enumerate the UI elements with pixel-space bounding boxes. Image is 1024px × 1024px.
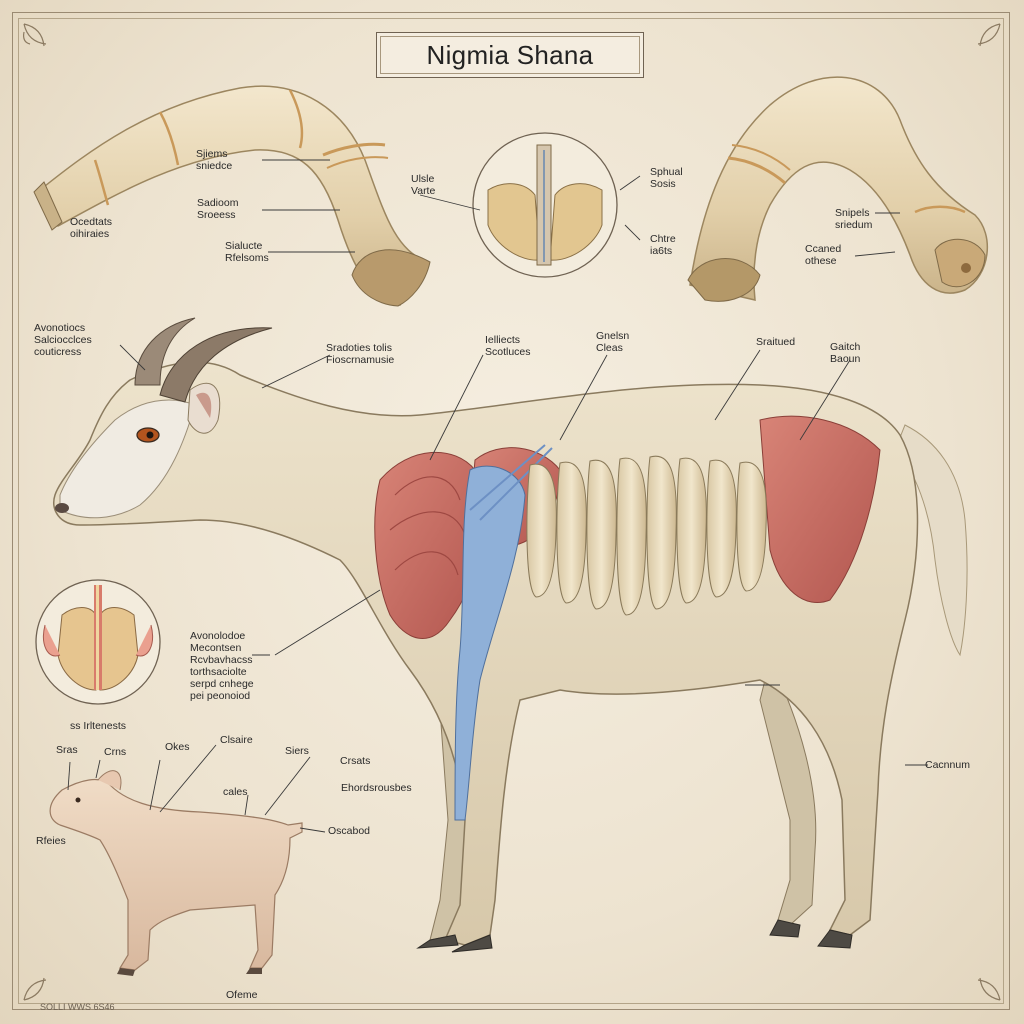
label-small-7: Ehordsrousbes — [341, 782, 412, 794]
label-small-10: Oscabod — [328, 825, 371, 837]
pelvis-circle-inset — [35, 579, 161, 705]
hooves — [416, 919, 853, 953]
left-horn-drawing — [33, 85, 431, 307]
rib-7 — [706, 459, 737, 598]
outer-border — [12, 12, 1010, 1010]
label-small-6: Crsats — [340, 755, 371, 767]
page-title: Nigmia Shana — [426, 39, 594, 70]
corner-ornaments — [23, 23, 1001, 1001]
footer-note: SOLLI WWS 6S46 — [40, 1002, 115, 1012]
label-small-1: Sras — [56, 744, 78, 756]
label-small-4: Clsaire — [220, 734, 253, 746]
label-small-5: Siers — [285, 745, 309, 757]
label-inset-caption: ss Irltenests — [70, 720, 127, 732]
small-goat-drawing — [49, 770, 303, 976]
label-small-8: cales — [223, 786, 248, 798]
rib-3 — [586, 459, 617, 610]
label-back-1: Sraitued — [756, 336, 796, 348]
label-small-3: Okes — [165, 741, 190, 753]
rib-2 — [556, 461, 587, 604]
title-box: Nigmia Shana — [376, 32, 644, 78]
label-small-2: Crns — [104, 746, 127, 758]
label-bottom: Ofeme — [226, 989, 258, 1001]
rib-8 — [736, 461, 767, 592]
label-small-9: Rfeies — [36, 835, 66, 847]
inner-border — [18, 18, 1004, 1004]
joint-circle-inset — [472, 132, 618, 278]
rib-1 — [526, 463, 557, 598]
label-leg: Cacnnum — [925, 759, 970, 771]
rib-6 — [676, 457, 707, 604]
rib-4 — [616, 457, 647, 616]
rib-cage-drawing — [526, 455, 767, 616]
right-horn-drawing — [687, 76, 989, 302]
leader-lines — [67, 159, 928, 833]
rib-5 — [646, 455, 677, 610]
